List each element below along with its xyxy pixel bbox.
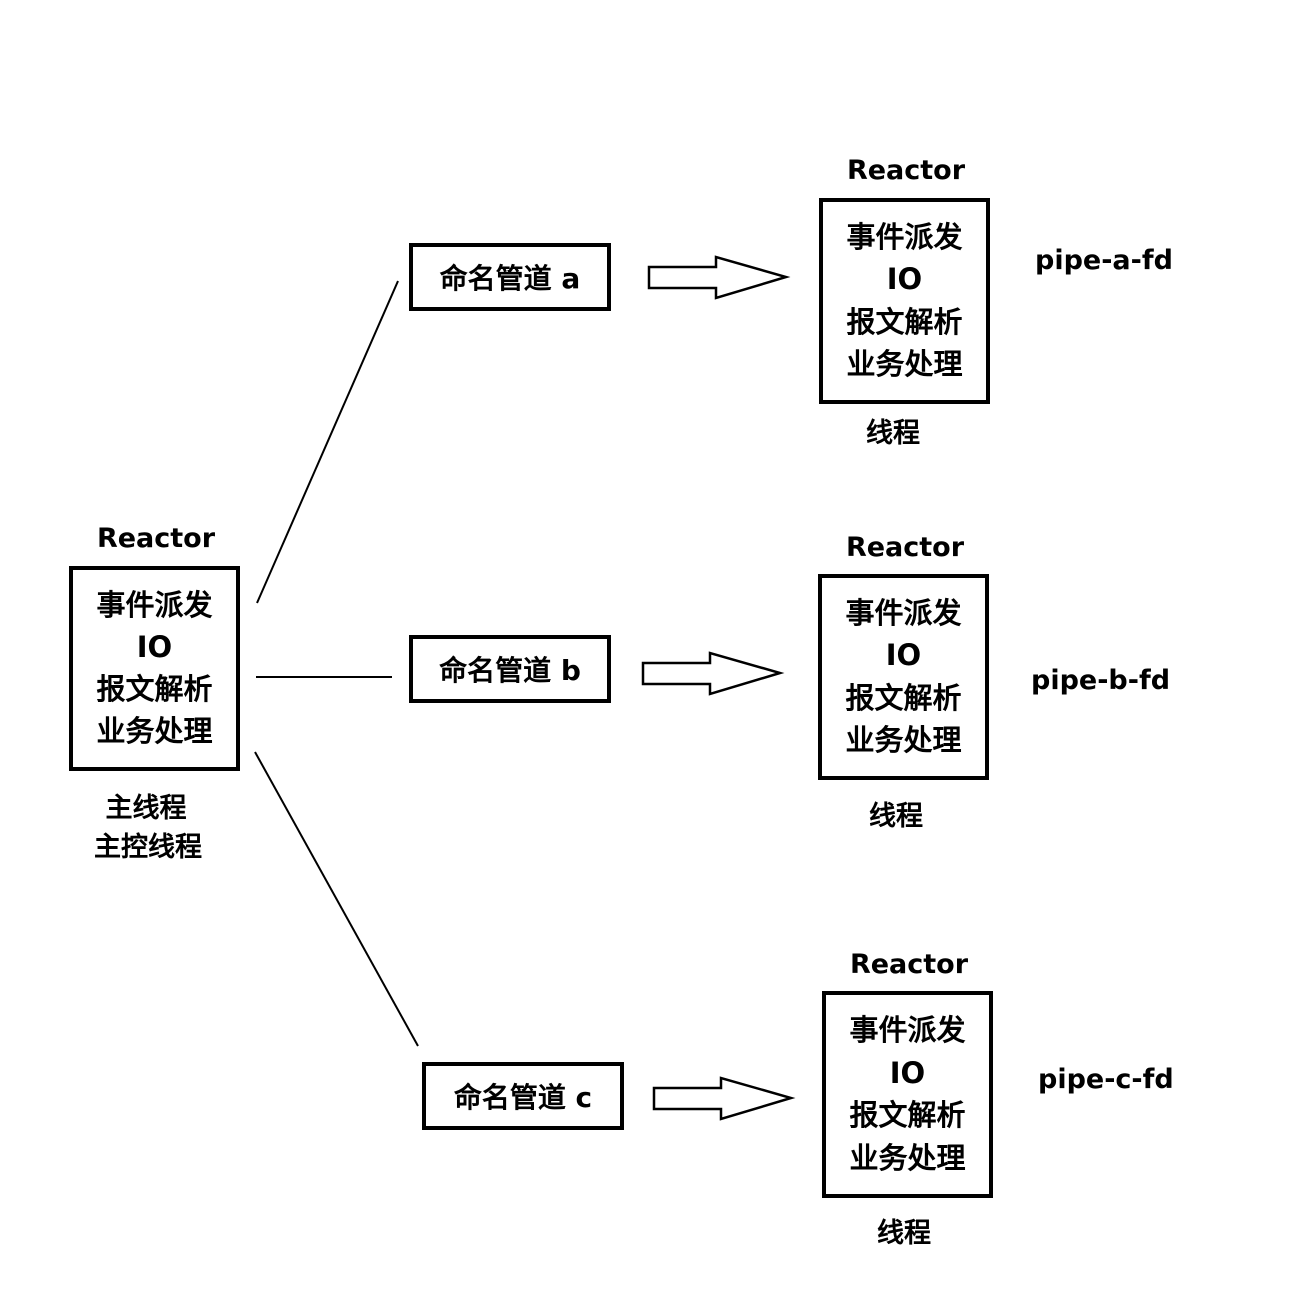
pipe-c-box: 命名管道 c: [422, 1062, 624, 1130]
worker-c-line-parse: 报文解析: [849, 1098, 966, 1133]
worker-c-caption: 线程: [877, 1218, 931, 1249]
arrow-pipe-b-to-worker-b-icon: [641, 651, 785, 696]
connector-main-to-pipe-c: [254, 751, 419, 1047]
worker-c-fd-label: pipe-c-fd: [1038, 1064, 1174, 1095]
worker-c-reactor-box: 事件派发 IO 报文解析 业务处理: [822, 991, 993, 1198]
worker-a-line-parse: 报文解析: [846, 304, 963, 339]
worker-b-line-parse: 报文解析: [845, 680, 962, 715]
main-line-io: IO: [136, 630, 173, 664]
worker-a-reactor-box: 事件派发 IO 报文解析 业务处理: [819, 198, 990, 404]
main-line-parse: 报文解析: [96, 672, 213, 706]
worker-c-line-business: 业务处理: [849, 1140, 966, 1175]
main-line-dispatch: 事件派发: [96, 588, 213, 622]
arrow-pipe-a-to-worker-a-icon: [647, 255, 791, 300]
worker-c-line-io: IO: [889, 1055, 926, 1090]
worker-b-reactor-header: Reactor: [845, 532, 965, 563]
worker-c-line-dispatch: 事件派发: [849, 1013, 966, 1048]
pipe-b-box: 命名管道 b: [409, 635, 611, 703]
worker-c-reactor-header: Reactor: [849, 949, 969, 980]
main-line-business: 业务处理: [96, 714, 213, 748]
worker-b-reactor-box: 事件派发 IO 报文解析 业务处理: [818, 574, 989, 780]
main-caption-line1: 主线程: [105, 793, 187, 824]
worker-a-caption: 线程: [866, 418, 920, 449]
worker-a-fd-label: pipe-a-fd: [1035, 245, 1173, 276]
worker-a-line-io: IO: [886, 262, 923, 297]
connector-main-to-pipe-a: [256, 280, 399, 604]
main-reactor-header: Reactor: [96, 523, 216, 554]
worker-a-line-business: 业务处理: [846, 346, 963, 381]
worker-b-line-io: IO: [885, 638, 922, 673]
pipe-a-box: 命名管道 a: [409, 243, 611, 311]
worker-b-fd-label: pipe-b-fd: [1031, 665, 1171, 696]
worker-a-reactor-header: Reactor: [846, 155, 966, 186]
pipe-a-label: 命名管道 a: [439, 262, 581, 295]
main-caption-line2: 主控线程: [94, 832, 202, 863]
arrow-pipe-c-to-worker-c-icon: [652, 1076, 796, 1121]
pipe-b-label: 命名管道 b: [439, 654, 581, 687]
worker-b-line-dispatch: 事件派发: [845, 596, 962, 631]
main-reactor-box: 事件派发 IO 报文解析 业务处理: [69, 566, 240, 771]
worker-a-line-dispatch: 事件派发: [846, 220, 963, 255]
pipe-c-label: 命名管道 c: [453, 1081, 593, 1114]
worker-b-line-business: 业务处理: [845, 722, 962, 757]
worker-b-caption: 线程: [869, 801, 923, 832]
